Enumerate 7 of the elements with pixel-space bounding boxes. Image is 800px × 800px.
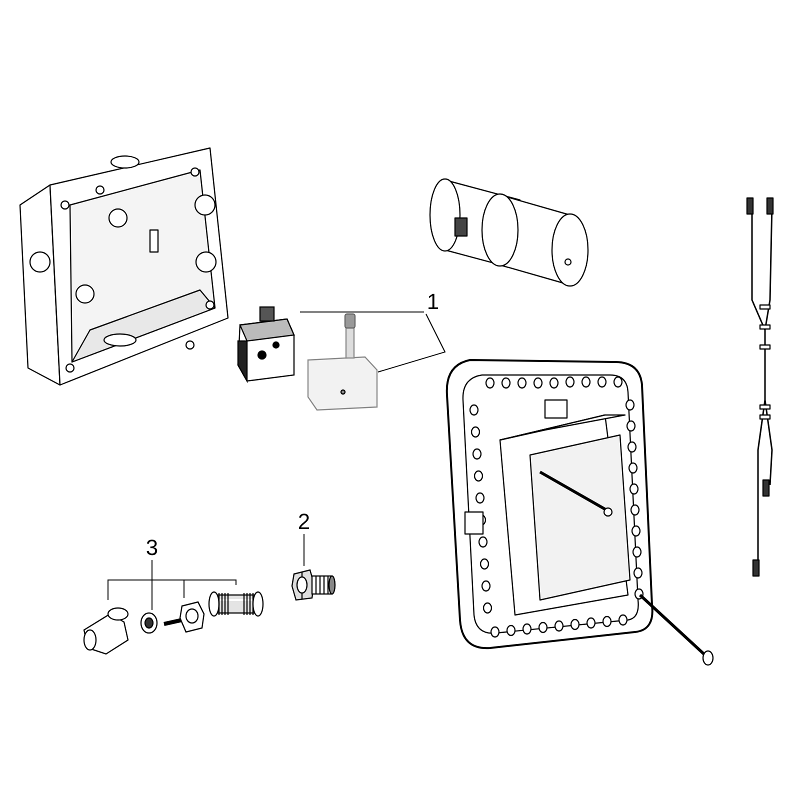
callout-number: 1 [424, 290, 442, 314]
electronics-housing-drawing [305, 312, 380, 412]
callout-number: 3 [143, 536, 161, 560]
callout-number: 2 [295, 510, 313, 534]
fitting-ring-drawing [138, 610, 160, 636]
leader-line [378, 314, 446, 372]
leader-line [152, 560, 236, 586]
